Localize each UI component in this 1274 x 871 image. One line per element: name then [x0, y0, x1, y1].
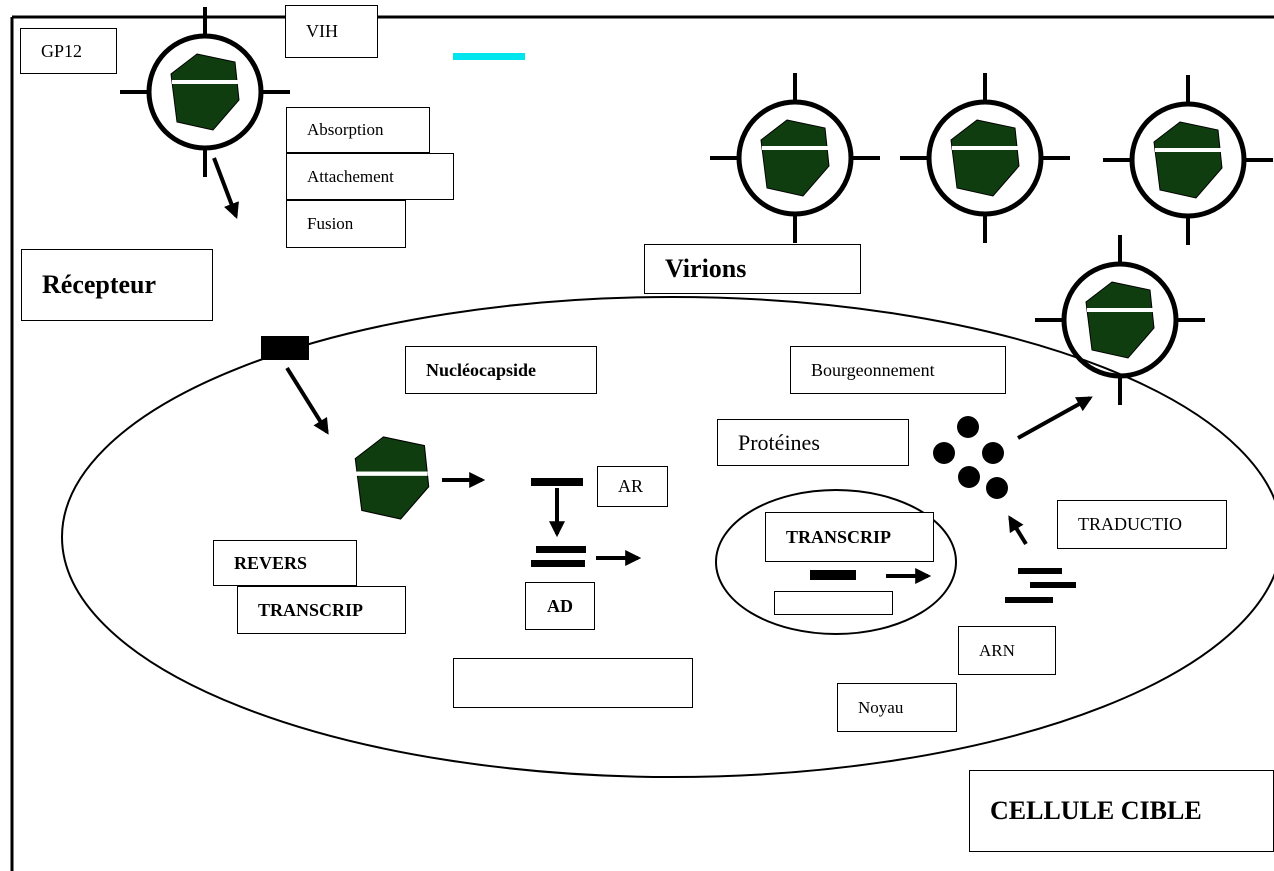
label-gp12: GP12	[20, 28, 117, 74]
virion-2	[900, 73, 1070, 243]
label-revers: REVERS	[213, 540, 357, 586]
nucleus-dna-block	[810, 570, 856, 580]
label-noyau: Noyau	[837, 683, 957, 732]
target-cell	[61, 296, 1274, 778]
label-ad: AD	[525, 582, 595, 630]
label-cellule-cible: CELLULE CIBLE	[969, 770, 1274, 852]
protein-dot	[933, 442, 955, 464]
virion-3	[1103, 75, 1273, 245]
protein-dot	[986, 477, 1008, 499]
label-attachement: Attachement	[286, 153, 454, 200]
rna-strand	[531, 478, 583, 486]
mrna-strand-1	[1018, 568, 1062, 574]
receptor-block	[261, 336, 309, 360]
protein-dot	[958, 466, 980, 488]
arrow-translation	[1008, 515, 1028, 546]
label-bourgeonnement: Bourgeonnement	[790, 346, 1006, 394]
virion-1	[710, 73, 880, 243]
dna-strand-2	[531, 560, 585, 567]
protein-dot	[982, 442, 1004, 464]
protein-dot	[957, 416, 979, 438]
arrow-budding	[1017, 396, 1093, 440]
cyan-bar	[453, 53, 525, 60]
mrna-strand-3	[1005, 597, 1053, 603]
label-transcrip-nucleus: TRANSCRIP	[765, 512, 934, 562]
dna-strand-1	[536, 546, 586, 553]
label-traductio: TRADUCTIO	[1057, 500, 1227, 549]
arrow-entry	[212, 157, 239, 219]
label-transcrip-reverse: TRANSCRIP	[237, 586, 406, 634]
mrna-strand-2	[1030, 582, 1076, 588]
label-proteines: Protéines	[717, 419, 909, 466]
label-vih: VIH	[285, 5, 378, 58]
nucleus	[715, 489, 957, 635]
label-arn: ARN	[958, 626, 1056, 675]
label-fusion: Fusion	[286, 200, 406, 248]
label-absorption: Absorption	[286, 107, 430, 153]
empty-nucleus-box	[774, 591, 893, 615]
label-nucleocapside: Nucléocapside	[405, 346, 597, 394]
label-ar: AR	[597, 466, 668, 507]
virion-budding	[1035, 235, 1205, 405]
label-virions: Virions	[644, 244, 861, 294]
label-recepteur: Récepteur	[21, 249, 213, 321]
empty-cell-box	[453, 658, 693, 708]
virion-entering	[120, 7, 290, 177]
nucleocapsid-icon	[354, 436, 430, 520]
arrow-receptor-to-capsid	[285, 366, 329, 435]
